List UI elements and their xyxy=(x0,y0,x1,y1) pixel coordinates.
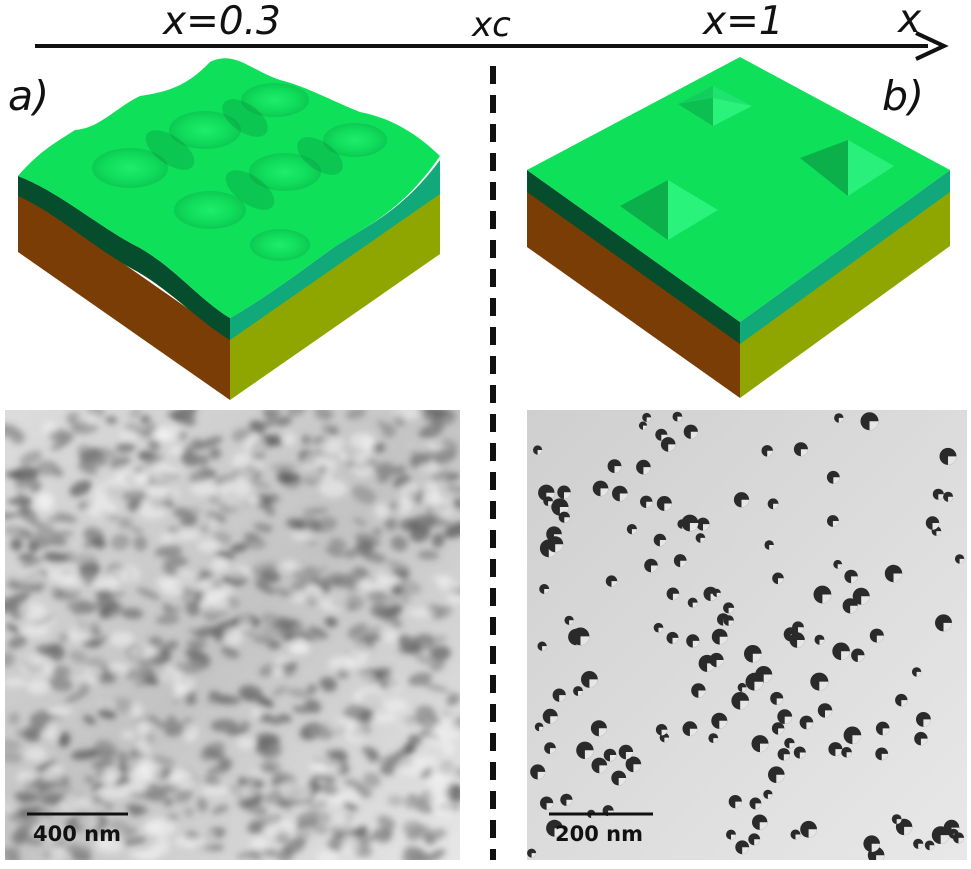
undulations-a xyxy=(92,83,387,261)
substrate-right-face-a xyxy=(230,192,440,400)
quantum-dot-pyramid-3 xyxy=(620,180,718,240)
top-axis xyxy=(35,31,949,61)
scale-bar-b: 200 nm xyxy=(549,812,653,846)
axis-label-x-0-3: x=0.3 xyxy=(163,0,281,44)
wetting-layer-right-b xyxy=(740,170,950,344)
panel-b-3d-block xyxy=(527,57,950,398)
quantum-dot-pyramid-2 xyxy=(800,140,894,196)
quantum-dot-pyramid-1 xyxy=(678,86,752,126)
axis-label-xc: xc xyxy=(472,5,511,45)
wetting-layer-left-a xyxy=(18,176,230,340)
axis-label-x-1: x=1 xyxy=(703,0,784,44)
wetting-layer-left-b xyxy=(527,170,740,344)
panel-a-label: a) xyxy=(8,72,50,120)
film-top-surface-a xyxy=(18,58,440,318)
scale-bar-a-label: 400 nm xyxy=(33,822,121,846)
film-top-surface-b xyxy=(527,57,950,322)
axis-name-x: x xyxy=(898,0,922,42)
micrograph-a-texture xyxy=(5,410,460,860)
scale-bar-b-label: 200 nm xyxy=(555,822,643,846)
micrograph-a xyxy=(5,410,460,860)
scale-bar-a: 400 nm xyxy=(27,812,128,846)
panel-b-label: b) xyxy=(882,72,925,120)
substrate-left-face-b xyxy=(527,190,740,398)
substrate-left-face-a xyxy=(18,190,230,400)
valleys-a xyxy=(145,99,343,210)
micrograph-b-dots xyxy=(527,411,965,860)
wetting-layer-right-a xyxy=(230,160,440,340)
axis-arrowhead xyxy=(915,31,949,61)
substrate-right-face-b xyxy=(740,190,950,398)
panel-a-3d-block xyxy=(18,58,440,400)
micrograph-b xyxy=(527,410,967,860)
